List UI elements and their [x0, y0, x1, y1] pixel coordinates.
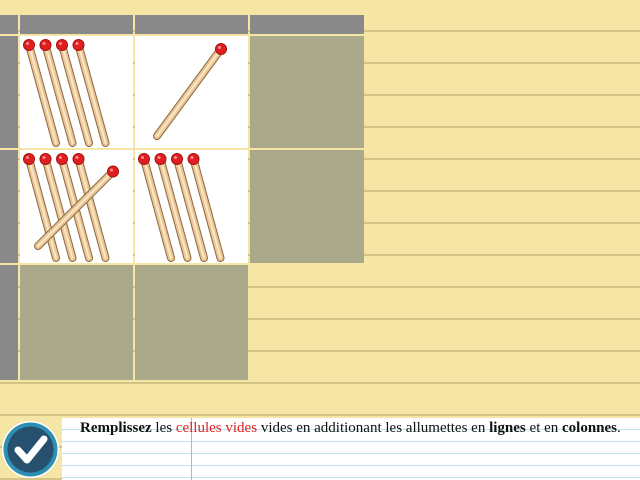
column-header-1: [20, 15, 133, 34]
row-header-2: [0, 150, 18, 263]
row-header-3: [0, 265, 18, 380]
matches-drawing: [138, 153, 225, 262]
match-upright: [23, 39, 60, 147]
match-upright: [23, 153, 60, 262]
checkmark-icon: [3, 422, 58, 477]
row-header-1: [0, 36, 18, 148]
match-upright: [39, 153, 77, 262]
matches-drawing: [23, 39, 110, 147]
notebook-margin-line: [191, 418, 192, 480]
grid-cell-r3-c2[interactable]: [135, 265, 248, 380]
matches-drawing: [23, 153, 119, 262]
grid-cell-r2-c3[interactable]: [250, 150, 364, 263]
match-upright: [187, 153, 225, 262]
instruction-panel: Remplissez les cellules vides vides en a…: [62, 418, 640, 480]
grid-cell-r1-c2: [135, 36, 248, 148]
match-upright: [56, 39, 93, 147]
match-upright: [171, 153, 208, 262]
grid-cell-r3-c1[interactable]: [20, 265, 133, 380]
match-tilted: [153, 43, 227, 140]
matchstick-grid: [0, 0, 364, 380]
instruction-text: Remplissez les cellules vides vides en a…: [80, 418, 632, 438]
match-tilted: [34, 165, 119, 251]
column-header-2: [135, 15, 248, 34]
grid-corner-header: [0, 15, 18, 34]
instruction-verb: Remplissez: [80, 420, 152, 436]
match-upright: [154, 153, 192, 262]
check-button[interactable]: [2, 421, 59, 478]
instruction-word: les: [155, 420, 173, 436]
matches-drawing: [153, 43, 227, 140]
grid-cell-r1-c3[interactable]: [250, 36, 364, 148]
grid-cell-r2-c2: [135, 150, 248, 263]
grid-cell-r1-c1: [20, 36, 133, 148]
match-upright: [39, 39, 77, 147]
instruction-period: .: [617, 420, 621, 436]
instruction-conjunction: et en: [529, 420, 559, 436]
match-upright: [72, 39, 110, 147]
instruction-highlight: cellules vides: [175, 420, 258, 436]
grid-cell-r2-c1: [20, 150, 133, 263]
match-upright: [72, 153, 110, 262]
match-upright: [138, 153, 175, 262]
instruction-colonnes: colonnes: [562, 420, 618, 436]
column-header-3: [250, 15, 364, 34]
instruction-middle: vides en additionant les allumettes en: [260, 420, 486, 436]
instruction-lignes: lignes: [489, 420, 526, 436]
